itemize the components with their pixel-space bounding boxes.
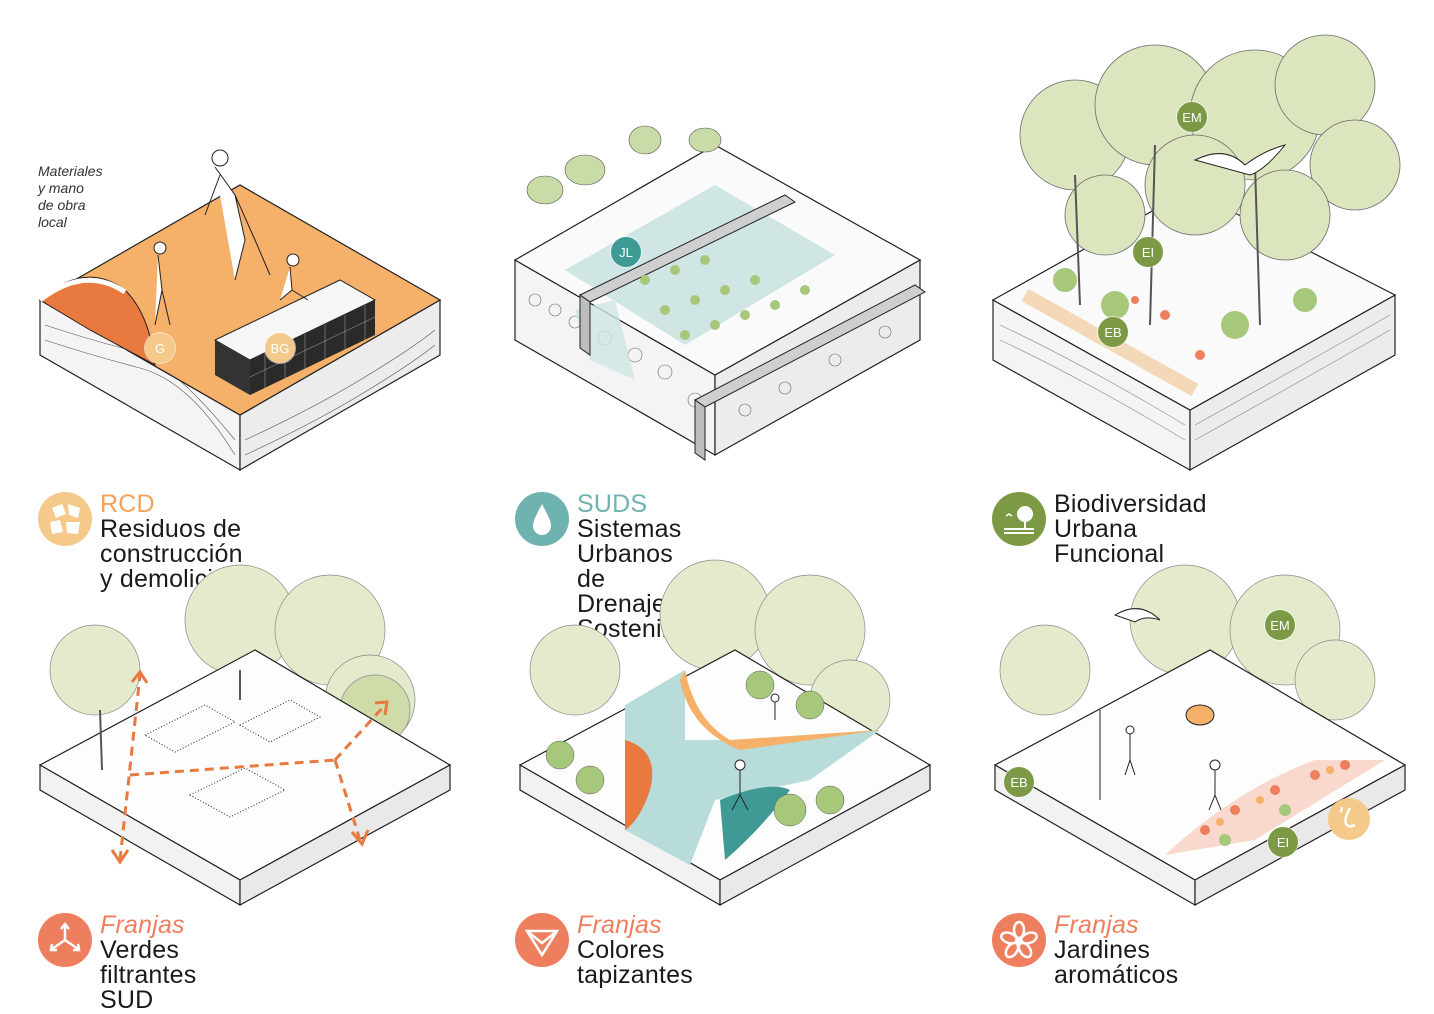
badge-em-2: EM	[1265, 610, 1295, 640]
water-drop-icon	[515, 492, 569, 546]
badge-eb-2: EB	[1004, 767, 1034, 797]
caption-accent: SUDS	[577, 490, 648, 518]
badge-eb: EB	[1098, 317, 1128, 347]
caption-colores: Franjas Colores tapizantes	[515, 913, 693, 988]
caption-line-1: Sistemas Urbanos	[577, 515, 682, 568]
aroma-nose-icon	[1328, 798, 1370, 840]
badge-g: G	[145, 333, 175, 363]
badge-em: EM	[1177, 102, 1207, 132]
arrows-split-icon	[38, 913, 92, 967]
caption-verdes: Franjas Verdes filtrantes SUD	[38, 913, 196, 1013]
caption-bio-text: Biodiversidad Urbana Funcional	[1054, 492, 1207, 567]
caption-line-1: Residuos de	[100, 515, 242, 543]
caption-verdes-text: Franjas Verdes filtrantes SUD	[100, 913, 196, 1013]
bio-isometric-block	[991, 34, 1401, 472]
landscape-tree-icon	[992, 492, 1046, 546]
badge-bg: BG	[265, 333, 295, 363]
colores-isometric-block	[518, 559, 932, 907]
note-materiales: Materiales y mano de obra local	[38, 163, 103, 231]
caption-accent: Franjas	[100, 911, 185, 939]
note-line-2: y mano de obra local	[38, 180, 86, 230]
badge-jl: JL	[611, 237, 641, 267]
caption-accent: Franjas	[577, 911, 662, 939]
badge-ei: EI	[1133, 237, 1163, 267]
jardines-isometric-block	[993, 564, 1407, 907]
caption-bio: Biodiversidad Urbana Funcional	[992, 492, 1207, 567]
recycled-stones-icon	[38, 492, 92, 546]
caption-line-1: Biodiversidad Urbana	[1054, 490, 1207, 543]
caption-line-2: Colores tapizantes	[577, 936, 693, 989]
caption-line-2: Verdes filtrantes SUD	[100, 936, 197, 1014]
caption-colores-text: Franjas Colores tapizantes	[577, 913, 693, 988]
note-line-1: Materiales	[38, 163, 103, 179]
badge-ei-2: EI	[1268, 827, 1298, 857]
caption-line-2: Jardines aromáticos	[1054, 936, 1179, 989]
caption-accent: RCD	[100, 490, 155, 518]
caption-jardines-text: Franjas Jardines aromáticos	[1054, 913, 1178, 988]
triangle-path-icon	[515, 913, 569, 967]
caption-jardines: Franjas Jardines aromáticos	[992, 913, 1178, 988]
caption-line-2: Funcional	[1054, 540, 1165, 568]
rcd-isometric-block	[38, 149, 442, 472]
suds-isometric-block	[513, 125, 926, 461]
caption-accent: Franjas	[1054, 911, 1139, 939]
flower-icon	[992, 913, 1046, 967]
verdes-isometric-block	[38, 564, 452, 907]
